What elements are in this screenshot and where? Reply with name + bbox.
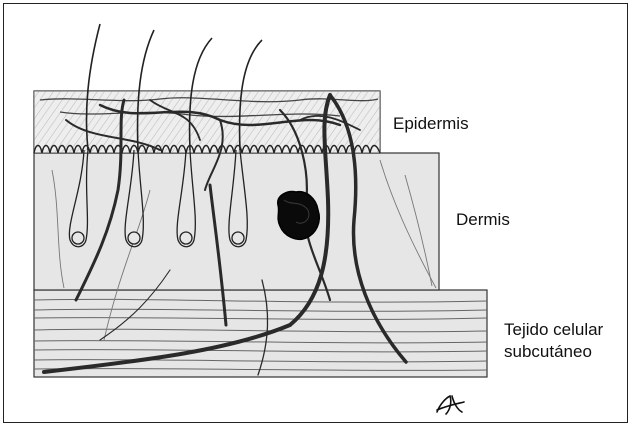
epidermis-label: Epidermis <box>393 113 469 135</box>
signature-mark <box>437 396 464 414</box>
subcutaneous-label-line1: Tejido celular <box>504 319 603 341</box>
subcutaneous-label-line2: subcutáneo <box>504 341 592 363</box>
pigmented-lesion <box>278 192 319 240</box>
dermis-label: Dermis <box>456 209 510 231</box>
